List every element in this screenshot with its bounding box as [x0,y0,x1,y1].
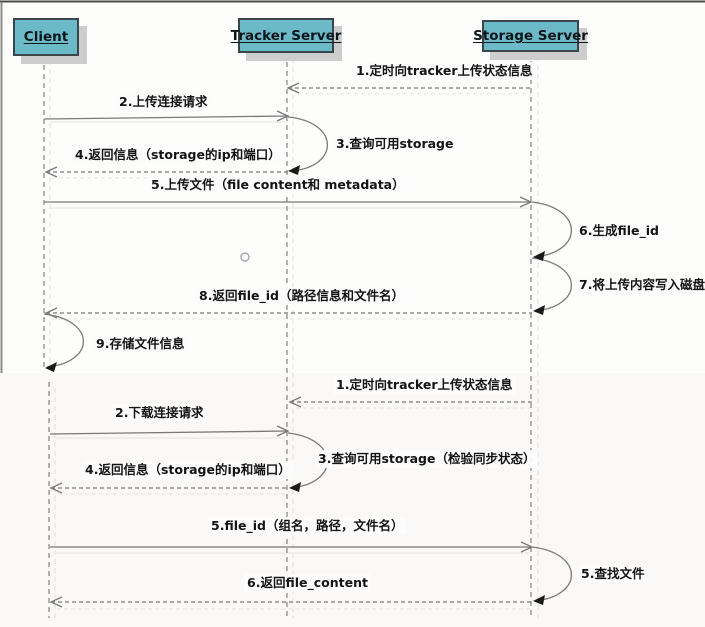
actor-tracker-server: Tracker Server [231,18,341,53]
upload-msg-6-gen-file-id: 6.生成file_id [576,222,662,240]
upload-msg-5-upload-file: 5.上传文件（file content和 metadata） [148,176,408,194]
upload-msg-2-connect-request: 2.上传连接请求 [116,93,211,111]
upload-msg-8-return-file-id: 8.返回file_id（路径信息和文件名） [196,287,407,305]
download-msg-5-file-id: 5.file_id（组名，路径，文件名） [208,517,407,535]
upload-msg-1-heartbeat: 1.定时向tracker上传状态信息 [353,62,536,80]
lifeline-shadows [49,56,539,618]
download-msg-6-return-content: 6.返回file_content [244,574,371,592]
actor-storage-server-label: Storage Server [473,28,588,44]
small-circle-marker [240,252,250,262]
download-arrows [49,396,572,608]
download-msg-2-connect-request: 2.下载连接请求 [112,404,207,422]
download-msg-4-return-info: 4.返回信息（storage的ip和端口） [82,461,294,479]
upload-msg-9-store-file-info: 9.存储文件信息 [93,335,188,353]
actor-client-label: Client [23,29,69,45]
actor-storage-server: Storage Server [473,20,588,52]
upload-arrows [43,82,573,368]
upload-msg-4-return-info: 4.返回信息（storage的ip和端口） [72,146,284,164]
upload-loop-arrowheads [45,165,545,372]
upload-msg-7-write-disk: 7.将上传内容写入磁盘 [576,276,705,294]
download-msg-3-query-storage: 3.查询可用storage（检验同步状态） [315,450,539,468]
actor-tracker-server-label: Tracker Server [230,27,342,44]
upload-msg-3-query-storage: 3.查询可用storage [333,135,457,153]
arrow-shadows [50,93,532,610]
actor-client: Client [13,18,79,56]
download-loop-arrowheads [289,482,545,605]
download-msg-1-heartbeat: 1.定时向tracker上传状态信息 [333,376,516,394]
download-msg-5b-find-file: 5.查找文件 [578,565,648,583]
